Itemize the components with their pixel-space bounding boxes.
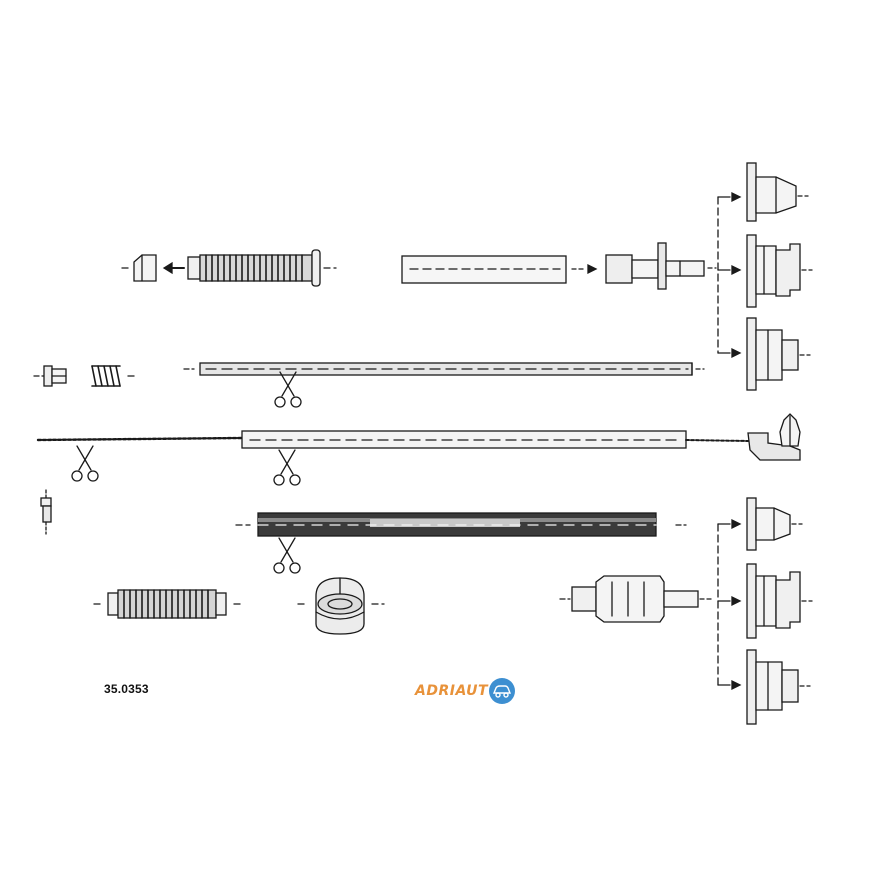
arrow-icon [731, 264, 742, 276]
right-top-fittings [717, 162, 813, 391]
ferrule-fitting-a [746, 162, 809, 222]
end-cap-part [133, 254, 157, 282]
arrow-icon [731, 518, 742, 530]
clip-fitting-b [746, 234, 813, 308]
outer-casing-part [257, 512, 657, 537]
part-number-label: 35.0353 [104, 682, 149, 696]
tube-part [401, 255, 567, 284]
arrow-icon [731, 347, 742, 359]
right-bottom-fittings [717, 497, 813, 725]
end-clip-part [747, 413, 801, 461]
scissors-icon [71, 445, 99, 482]
bellows-boot-part [187, 249, 321, 287]
nipple-part [43, 365, 67, 387]
row-2-parts [33, 362, 705, 387]
spring-part [91, 365, 121, 387]
inner-cable-part [36, 430, 749, 449]
small-clip-part [40, 489, 52, 535]
grommet-part [315, 577, 365, 635]
ferrule-fitting-d [746, 497, 803, 551]
clip-fitting-e [746, 563, 813, 639]
row-1-parts [121, 242, 717, 290]
brand-logo-text: ADRIAUT [415, 683, 489, 699]
adjuster-fitting-part [605, 242, 717, 290]
scissors-icon [274, 371, 302, 408]
adjuster-nut-part [571, 575, 713, 623]
arrow-icon [587, 263, 598, 275]
long-sleeve-part [199, 362, 693, 376]
row-5-parts [93, 575, 713, 635]
ferrule-fitting-f [746, 649, 811, 725]
row-4-parts [235, 512, 687, 537]
arrow-icon [731, 595, 742, 607]
row-3-parts [36, 413, 801, 461]
ferrule-fitting-c [746, 317, 811, 391]
arrow-icon [731, 191, 742, 203]
bellows-boot-part-2 [107, 589, 227, 619]
arrow-icon [731, 679, 742, 691]
car-icon [489, 678, 516, 704]
scissors-icon [273, 537, 301, 574]
arrow-icon [162, 261, 173, 275]
scissors-icon [273, 449, 301, 486]
brand-logo: ADRIAUT [415, 678, 516, 704]
